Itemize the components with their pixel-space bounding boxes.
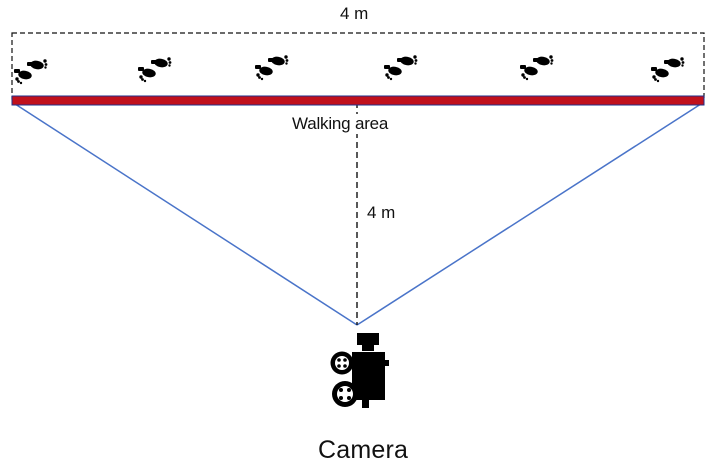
- field-of-view-left-line: [11, 101, 358, 326]
- walking-line: [11, 95, 705, 106]
- footprints: [14, 55, 685, 85]
- footprints-icon: [651, 57, 685, 83]
- camera-distance-label: 4 m: [367, 203, 396, 222]
- field-of-view-right-line: [356, 101, 705, 326]
- walking-area-label: Walking area: [291, 114, 390, 134]
- footprints-icon: [138, 57, 172, 83]
- footprints-icon: [384, 55, 418, 81]
- footprints-icon: [255, 55, 289, 81]
- video-camera-icon: [330, 333, 389, 408]
- walking-area-boundary: [11, 32, 705, 100]
- footprints-icon: [14, 59, 48, 85]
- walking-area-width-label: 4 m: [340, 4, 369, 23]
- camera-label: Camera: [318, 436, 409, 464]
- footprints-icon: [520, 55, 554, 81]
